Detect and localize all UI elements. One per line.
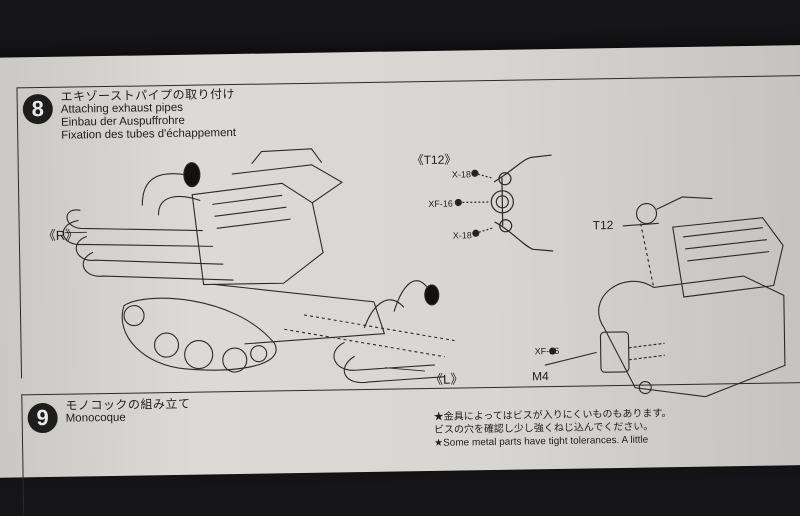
x18-top-label: X-18 xyxy=(451,169,471,180)
step-9-title: モノコックの組み立て Monocoque xyxy=(65,396,191,426)
m4-screw-label: M4 xyxy=(531,369,549,384)
right-pipe-label: 《R》 xyxy=(42,227,79,244)
t12-callout-label: T12 xyxy=(592,218,614,233)
step-9-title-jp: モノコックの組み立て xyxy=(65,396,191,413)
step-9-number: 9 xyxy=(36,404,49,431)
xf16-mid-label: XF-16 xyxy=(428,198,453,209)
step-9-title-en: Monocoque xyxy=(65,411,126,425)
instruction-page: 8 エキゾーストパイプの取り付け Attaching exhaust pipes… xyxy=(0,44,800,516)
left-pipe-label: 《L》 xyxy=(429,371,464,387)
x18-bottom-label: X-18 xyxy=(452,230,472,241)
xf16-screw-label: XF-16 xyxy=(534,345,560,357)
t12-detail-label: 《T12》 xyxy=(411,152,457,168)
step-9-note: ★金具によってはビスが入りにくいものもあります。 ビスの穴を確認し少し強くねじ込… xyxy=(434,407,672,450)
engine-illustration xyxy=(62,148,786,398)
